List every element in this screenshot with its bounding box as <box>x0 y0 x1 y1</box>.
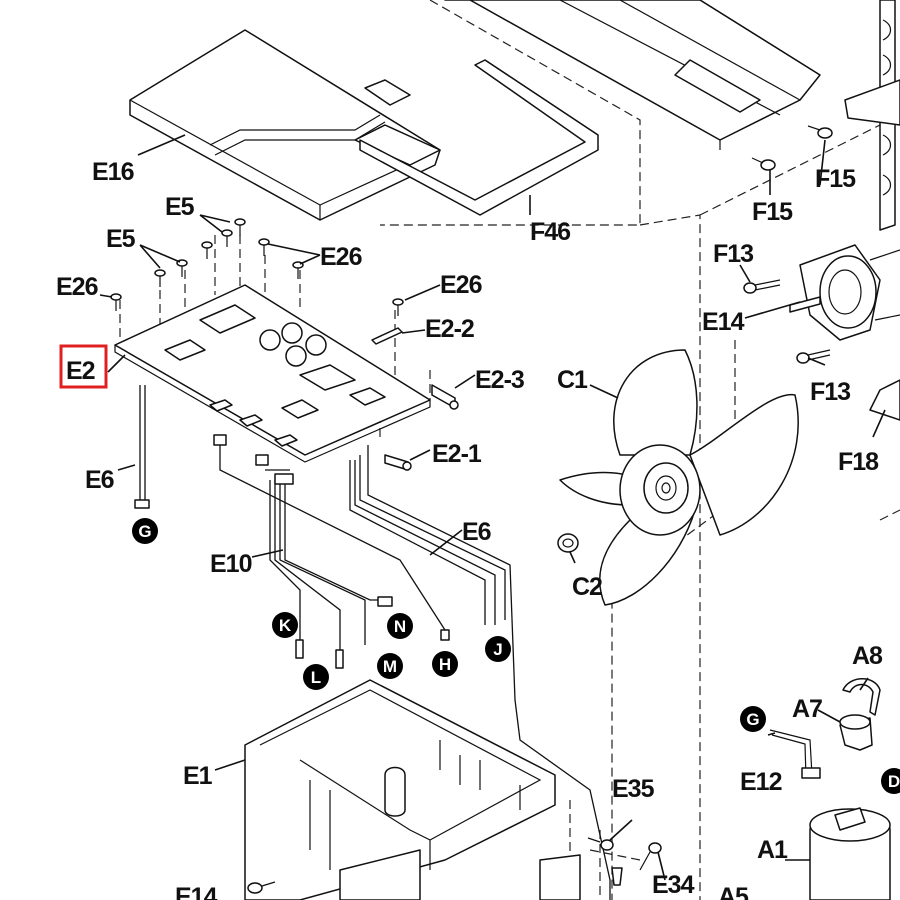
part-e2-circuit-board <box>114 284 431 463</box>
label-e6-right: E6 <box>462 518 491 546</box>
label-e5-top: E5 <box>165 193 195 221</box>
marker-g-right <box>740 706 766 732</box>
label-f13-bottom: F13 <box>810 378 850 406</box>
marker-k <box>272 612 298 638</box>
marker-g-left <box>132 518 158 544</box>
label-a1: A1 <box>757 836 788 864</box>
part-e16-cover <box>129 29 441 221</box>
label-e2-3: E2-3 <box>475 366 524 394</box>
part-f46-seal <box>359 59 599 216</box>
label-f46: F46 <box>530 218 570 246</box>
marker-d <box>881 768 900 794</box>
label-e26-left: E26 <box>56 273 98 301</box>
label-f15-right: F15 <box>815 165 856 193</box>
housing-outline-dashed <box>119 0 900 900</box>
label-e6-left: E6 <box>85 466 114 494</box>
marker-h-text: H <box>439 655 451 674</box>
marker-d-text: D <box>888 772 900 791</box>
wiring-harnesses <box>134 385 611 900</box>
screws-e34-e35-bottom <box>247 837 662 894</box>
label-f13-top: F13 <box>713 240 753 268</box>
connector-markers: G K N L M H J G D <box>132 518 900 794</box>
marker-n-text: N <box>394 617 406 636</box>
label-e26-right: E26 <box>320 243 362 271</box>
label-e10: E10 <box>210 550 252 578</box>
label-e16: E16 <box>92 158 134 186</box>
screws-e5-e26 <box>110 218 404 316</box>
marker-k-text: K <box>279 616 292 635</box>
label-e35: E35 <box>612 775 655 803</box>
label-e14-motor: E14 <box>702 308 745 336</box>
marker-l-text: L <box>311 668 321 687</box>
parts-e2-sub <box>371 327 459 471</box>
part-c1-fan <box>559 349 799 606</box>
part-f18 <box>869 379 900 421</box>
part-c2-nut <box>557 533 579 553</box>
right-rail <box>844 0 900 231</box>
label-e34: E34 <box>652 871 695 899</box>
screws-f13-f15 <box>743 125 833 364</box>
label-e14-bottom: E14 <box>175 883 218 900</box>
label-f15-left: F15 <box>752 198 793 226</box>
label-e12: E12 <box>740 768 782 796</box>
label-c1: C1 <box>557 366 588 394</box>
marker-j <box>485 636 511 662</box>
marker-m <box>377 653 403 679</box>
marker-g-right-text: G <box>746 710 759 729</box>
label-c2: C2 <box>572 573 602 601</box>
marker-h <box>432 651 458 677</box>
label-e26-board: E26 <box>440 271 482 299</box>
label-a5: A5 <box>718 883 749 900</box>
part-e1-base <box>244 679 581 900</box>
parts-compressor-group <box>769 678 891 900</box>
part-labels: E16 E5 E5 E26 E26 E26 E2 E2-2 E2-3 E2-1 … <box>56 158 884 900</box>
part-e14-motor <box>789 244 900 341</box>
highlight-box-e2 <box>59 344 108 389</box>
label-a7: A7 <box>792 695 822 723</box>
leader-lines <box>99 134 886 881</box>
marker-l <box>303 664 329 690</box>
top-chassis <box>444 0 821 150</box>
label-e2-1: E2-1 <box>432 440 482 468</box>
marker-g-left-text: G <box>138 522 151 541</box>
label-e1: E1 <box>183 762 213 790</box>
marker-j-text: J <box>493 640 502 659</box>
marker-n <box>387 613 413 639</box>
label-e2: E2 <box>66 357 95 385</box>
label-f18: F18 <box>838 448 879 476</box>
label-e5-left: E5 <box>106 225 136 253</box>
label-e2-2: E2-2 <box>425 315 474 343</box>
label-a8: A8 <box>852 642 883 670</box>
marker-m-text: M <box>383 657 397 676</box>
